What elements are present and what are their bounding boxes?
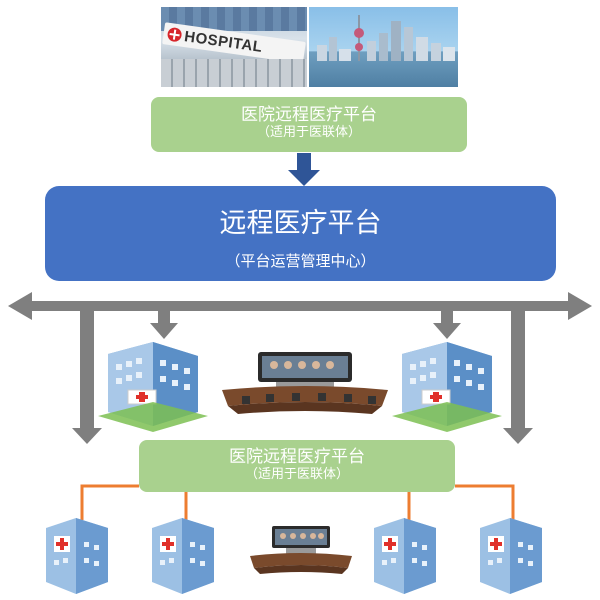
hospital-photo-columns [161, 59, 307, 87]
video-conference-icon [250, 526, 352, 574]
hospital-platform-top-subtitle: （适用于医联体） [256, 125, 361, 140]
skyline-icon [317, 15, 455, 61]
horizontal-double-arrow [8, 292, 592, 320]
clinic-building-icon [46, 518, 108, 594]
central-telemedicine-platform: 远程医疗平台 （平台运营管理中心） [45, 186, 556, 281]
clinic-building-icon [480, 518, 542, 594]
hospital-platform-top-title: 医院远程医疗平台 [241, 105, 377, 125]
clinic-building-icon [374, 518, 436, 594]
short-down-arrow-right [433, 311, 461, 339]
clinic-building-icon [152, 518, 214, 594]
central-platform-title: 远程医疗平台 [219, 208, 382, 239]
hospital-platform-bottom-title: 医院远程医疗平台 [229, 447, 365, 467]
short-down-arrow-left [150, 311, 178, 339]
city-skyline-photo [309, 7, 458, 87]
central-platform-subtitle: （平台运营管理中心） [225, 252, 376, 270]
orange-connector-right [407, 484, 515, 520]
down-arrow-blue [288, 153, 320, 186]
hospital-platform-bottom: 医院远程医疗平台 （适用于医联体） [139, 440, 455, 492]
left-long-down-arrow [72, 311, 102, 444]
hospital-platform-bottom-subtitle: （适用于医联体） [244, 467, 349, 482]
hospital-building-icon [98, 342, 208, 432]
hospital-building-icon [392, 342, 502, 432]
orange-connector-left [80, 484, 188, 520]
hospital-platform-top: 医院远程医疗平台 （适用于医联体） [151, 97, 467, 152]
video-conference-icon [222, 352, 388, 414]
right-long-down-arrow [503, 311, 533, 444]
hospital-photo: HOSPITAL [161, 7, 307, 87]
